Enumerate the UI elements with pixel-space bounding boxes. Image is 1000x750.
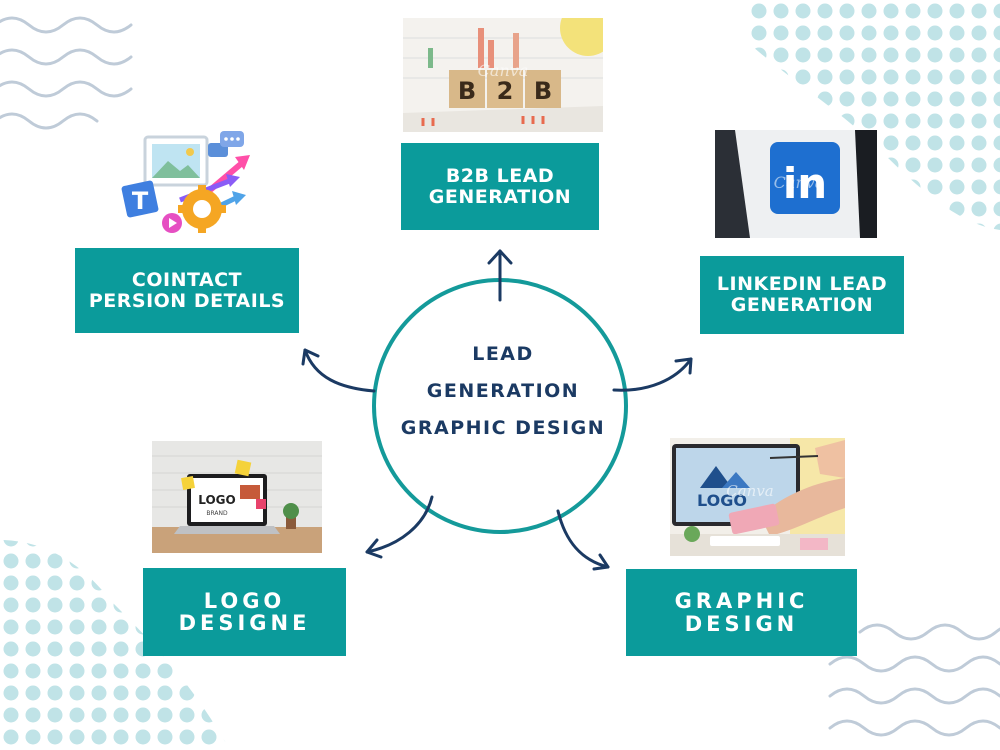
arrow-to-graphic bbox=[556, 509, 610, 571]
arrow-to-linkedin bbox=[612, 357, 693, 392]
dot-pattern-top-right bbox=[745, 0, 1000, 230]
laptop-logo-image: LOGO BRAND bbox=[152, 441, 322, 553]
node-label-line: GENERATION bbox=[730, 294, 874, 316]
svg-text:B: B bbox=[458, 77, 476, 105]
node-label-line: COINTACT bbox=[131, 268, 243, 291]
node-label-line: DESIGNE bbox=[178, 611, 311, 635]
watermark: Canva bbox=[478, 61, 529, 80]
center-hub-label: LEAD GENERATION GRAPHIC DESIGN bbox=[380, 336, 626, 447]
center-line: LEAD bbox=[472, 343, 534, 365]
center-line: GRAPHIC DESIGN bbox=[400, 417, 606, 439]
node-linkedin-lead-generation: LINKEDIN LEAD GENERATION bbox=[700, 256, 904, 334]
node-logo-designe: LOGO DESIGNE bbox=[143, 568, 346, 656]
b2b-blocks-image: B 2 B Canva bbox=[403, 18, 603, 132]
arrow-to-logo bbox=[365, 495, 434, 559]
node-label-line: GENERATION bbox=[428, 185, 572, 208]
node-contact-person-details: COINTACT PERSION DETAILS bbox=[75, 248, 299, 333]
contact-illustration: T bbox=[120, 125, 255, 235]
node-label-line: LINKEDIN LEAD bbox=[716, 273, 888, 296]
wooden-block-3: B bbox=[525, 70, 561, 108]
dot-pattern-bottom-left bbox=[0, 540, 230, 750]
svg-text:B: B bbox=[534, 77, 552, 105]
wave-pattern-bottom-right bbox=[828, 623, 1000, 737]
screen-logo-text: LOGO bbox=[697, 491, 747, 510]
linkedin-logo-icon: in bbox=[783, 159, 827, 208]
node-label-line: GRAPHIC bbox=[674, 589, 809, 614]
node-label-line: DESIGN bbox=[684, 611, 799, 636]
wooden-block-1: B bbox=[449, 70, 485, 108]
node-label-line: B2B LEAD bbox=[445, 164, 555, 187]
watermark: Canva bbox=[774, 173, 825, 192]
node-label-line: LOGO bbox=[203, 588, 286, 613]
svg-text:LOGO: LOGO bbox=[198, 493, 235, 507]
linkedin-image: in Canva bbox=[715, 130, 877, 238]
graphic-design-image: LOGO Canva bbox=[670, 438, 845, 556]
node-graphic-design: GRAPHIC DESIGN bbox=[626, 569, 857, 656]
node-b2b-lead-generation: B2B LEAD GENERATION bbox=[401, 143, 599, 230]
wave-pattern-top-left bbox=[0, 16, 133, 130]
svg-text:T: T bbox=[132, 187, 149, 215]
watermark: Canva bbox=[726, 482, 774, 500]
node-label-line: PERSION DETAILS bbox=[88, 289, 286, 312]
wooden-block-2: 2 bbox=[487, 70, 523, 108]
arrow-to-b2b bbox=[487, 249, 513, 302]
arrow-to-contact bbox=[301, 348, 376, 393]
svg-text:2: 2 bbox=[497, 77, 514, 105]
center-line: GENERATION bbox=[426, 380, 580, 402]
svg-text:BRAND: BRAND bbox=[206, 510, 228, 517]
